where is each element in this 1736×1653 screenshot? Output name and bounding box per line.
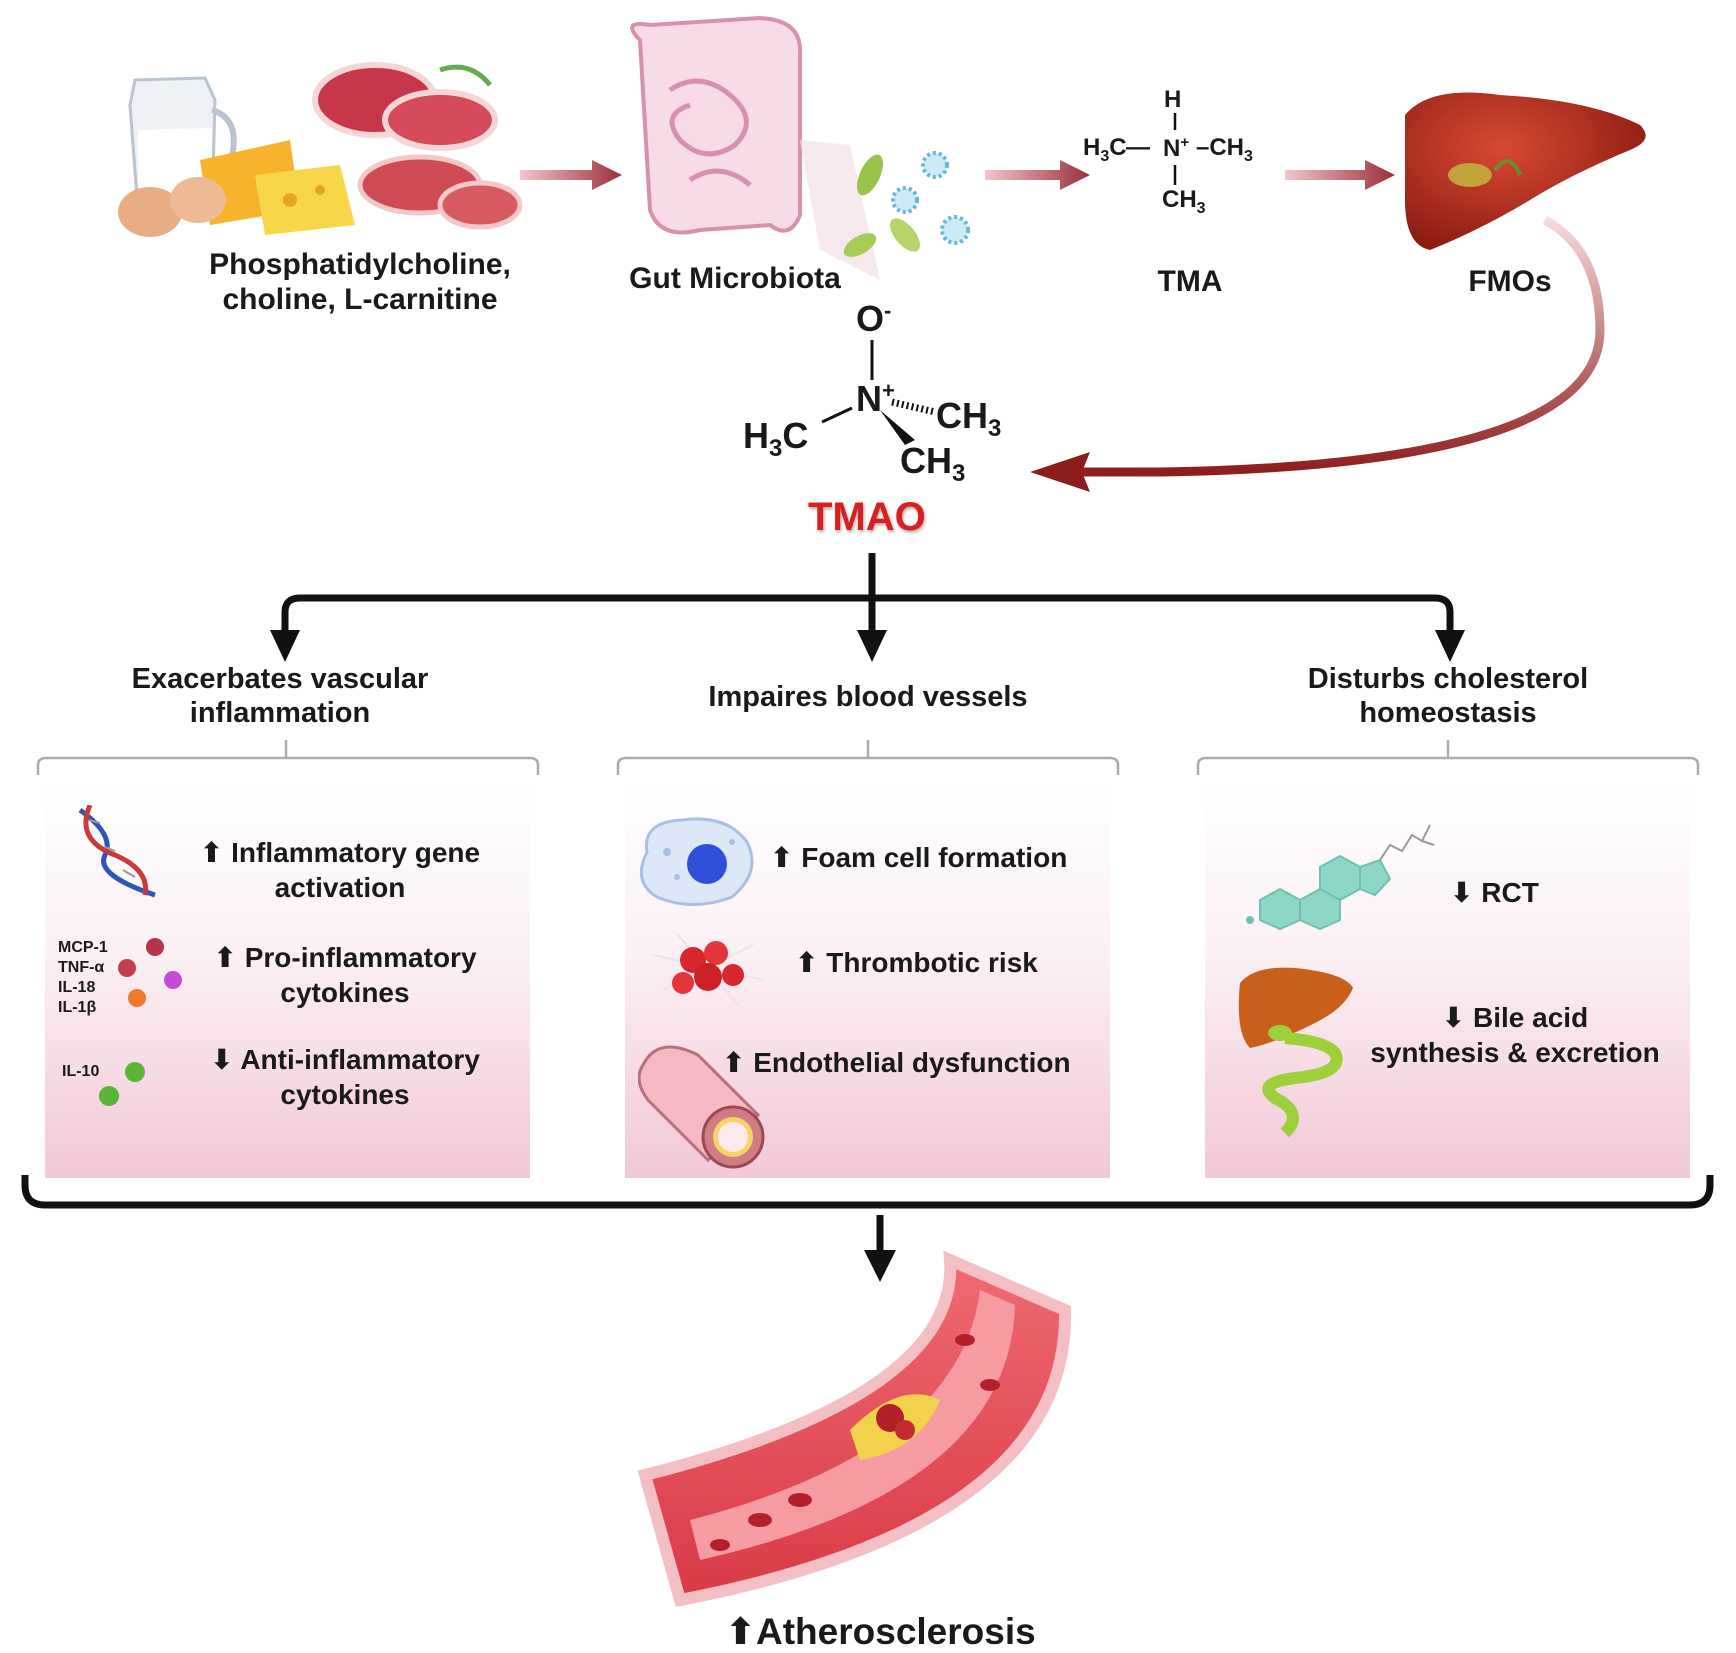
branch-arrowhead-right — [1435, 630, 1465, 662]
item-endothelial: ⬆ Endothelial dysfunction — [722, 1047, 1071, 1078]
tmao-ch3-b: CH3 — [900, 440, 966, 488]
tma-n: N+ — [1163, 134, 1190, 162]
liver-gallbladder-icon — [1238, 967, 1353, 1138]
panel-brackets — [36, 740, 1700, 775]
tmao-n: N+ — [856, 378, 895, 419]
tma-ch3-bottom: CH3 — [1162, 186, 1206, 217]
flow-arrow-fmo-to-tmao — [1030, 216, 1605, 492]
tma-h: H — [1164, 86, 1182, 113]
item-pro-inflammatory: ⬆ Pro-inflammatory cytokines — [213, 942, 477, 1008]
tmao-label: TMAO — [808, 495, 926, 539]
marker-tnfa: TNF-α — [58, 959, 105, 976]
tmao-h3c: H3C — [743, 415, 809, 463]
marker-il18: IL-18 — [58, 979, 96, 996]
flow-arrow-tma-to-fmo — [1285, 160, 1395, 190]
item-thrombotic-risk: ⬆ Thrombotic risk — [795, 947, 1038, 978]
foam-cell-icon — [639, 817, 754, 906]
brace-arrowhead — [864, 1250, 896, 1282]
intestine-icon — [630, 15, 880, 280]
heading-blood-vessels: Impaires blood vessels — [708, 681, 1028, 713]
il10-beads-icon — [99, 1062, 145, 1106]
marker-il1b: IL-1β — [58, 999, 97, 1016]
item-inflammatory-gene: ⬆ Inflammatory gene activation — [199, 837, 481, 903]
fmo-label: FMOs — [1468, 265, 1552, 298]
item-rct: ⬇ RCT — [1450, 877, 1539, 908]
flow-arrow-gut-to-tma — [985, 160, 1090, 190]
branch-arrowhead-left — [270, 630, 300, 662]
tmao-o: O- — [856, 298, 892, 339]
bacteria-icon — [843, 151, 970, 257]
gut-microbiota-label: Gut Microbiota — [629, 262, 841, 295]
tmao-ch3-a: CH3 — [936, 395, 1002, 443]
branch-tree — [281, 553, 1454, 635]
salami-icon — [357, 154, 523, 230]
tma-h3c: H3C — [1083, 134, 1127, 165]
panel-inflammation — [45, 785, 530, 1178]
cholesterol-molecule-icon — [1246, 824, 1435, 930]
heading-vascular-inflammation: Exacerbates vascular inflammation — [131, 663, 429, 730]
cheese-icon — [200, 140, 355, 235]
branch-arrowhead-center — [857, 630, 887, 662]
bottom-brace — [21, 1175, 1714, 1255]
meat-icon — [312, 62, 498, 151]
tma-ch3-right: –CH3 — [1196, 134, 1253, 165]
item-foam-cell: ⬆ Foam cell formation — [770, 842, 1068, 873]
cytokine-beads-icon — [118, 938, 182, 1007]
marker-mcp1: MCP-1 — [58, 939, 108, 956]
item-bile-acid: ⬇ Bile acid synthesis & excretion — [1370, 1002, 1660, 1068]
vessel-tube-icon — [638, 1045, 765, 1169]
tma-label: TMA — [1157, 265, 1223, 298]
tma-bond-left: — — [1126, 134, 1150, 161]
flow-arrow-food-to-gut — [520, 160, 622, 190]
item-anti-inflammatory: ⬇ Anti-inflammatory cytokines — [210, 1044, 480, 1110]
marker-il10: IL-10 — [62, 1063, 100, 1080]
tmao-bonds — [821, 340, 936, 445]
outcome-atherosclerosis: ⬆Atherosclerosis — [725, 1611, 1036, 1652]
heading-cholesterol: Disturbs cholesterol homeostasis — [1307, 663, 1589, 730]
dna-icon — [78, 805, 156, 898]
blood-clot-icon — [652, 934, 764, 1006]
egg-icon — [118, 177, 226, 237]
artery-plaque-icon — [637, 1250, 1072, 1607]
liver-icon — [1405, 92, 1646, 250]
food-label: Phosphatidylcholine, choline, L-carnitin… — [209, 248, 511, 316]
